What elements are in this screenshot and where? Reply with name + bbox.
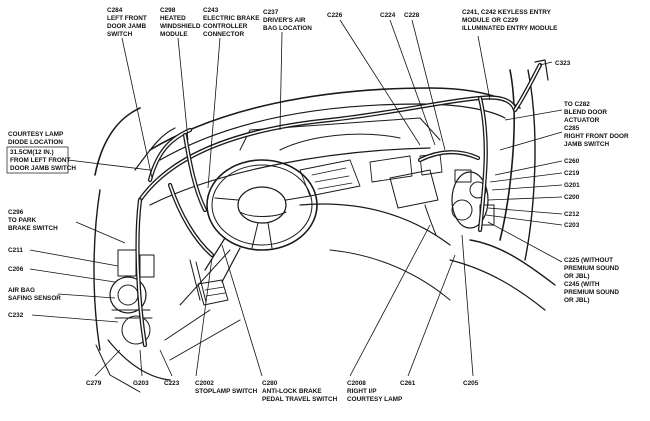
label-c2008: C2008 RIGHT I/P COURTESY LAMP: [347, 380, 403, 403]
label-c323: C323: [555, 60, 571, 67]
label-c206: C206: [8, 266, 24, 273]
leader-lines: [29, 19, 563, 377]
label-c232: C232: [8, 312, 24, 319]
wiring-harness: [135, 62, 543, 348]
label-g201: G201: [564, 182, 580, 189]
label-c279: C279: [86, 380, 102, 387]
label-c260: C260: [564, 158, 580, 165]
label-c296: C296 TO PARK BRAKE SWITCH: [8, 209, 58, 232]
label-c285: C285 RIGHT FRONT DOOR JAMB SWITCH: [564, 125, 630, 148]
label-c228: C228: [404, 12, 420, 19]
label-c298: C298 HEATED WINDSHIELD MODULE: [160, 7, 202, 38]
label-c219: C219: [564, 170, 580, 177]
label-c241: C241, C242 KEYLESS ENTRY MODULE OR C229 …: [462, 9, 558, 32]
courtesy-lamp-note-box: [6, 146, 69, 174]
label-c284: C284 LEFT FRONT DOOR JAMB SWITCH: [107, 7, 149, 38]
label-c205: C205: [463, 380, 479, 387]
label-c200: C200: [564, 194, 580, 201]
label-courtesy-lamp-distance: 31.5CM(12 IN.) FROM LEFT FRONT DOOR JAMB…: [10, 149, 76, 172]
label-to-c282: TO C282 BLEND DOOR ACTUATOR: [564, 101, 609, 124]
label-c203: C203: [564, 222, 580, 229]
label-c212: C212: [564, 211, 580, 218]
label-airbag-sensor: AIR BAG SAFING SENSOR: [8, 287, 61, 302]
label-c243: C243 ELECTRIC BRAKE CONTROLLER CONNECTOR: [203, 7, 261, 38]
callout-labels: C284 LEFT FRONT DOOR JAMB SWITCH C298 HE…: [6, 7, 630, 403]
label-c280: C280 ANTI-LOCK BRAKE PEDAL TRAVEL SWITCH: [262, 380, 338, 403]
label-c211: C211: [8, 247, 23, 254]
label-c225: C225 (WITHOUT PREMIUM SOUND OR JBL) C245…: [564, 257, 621, 304]
label-c261: C261: [400, 380, 416, 387]
label-c2002: C2002 STOPLAMP SWITCH: [195, 380, 258, 395]
label-c224: C224: [380, 12, 396, 19]
label-c223: C223: [164, 380, 180, 387]
label-courtesy-lamp: COURTESY LAMP DIODE LOCATION: [8, 131, 65, 146]
label-c237: C237 DRIVER'S AIR BAG LOCATION: [263, 9, 312, 32]
label-g203: G203: [133, 380, 149, 387]
dashboard-artwork: [93, 59, 556, 393]
label-c226: C226: [327, 12, 343, 19]
